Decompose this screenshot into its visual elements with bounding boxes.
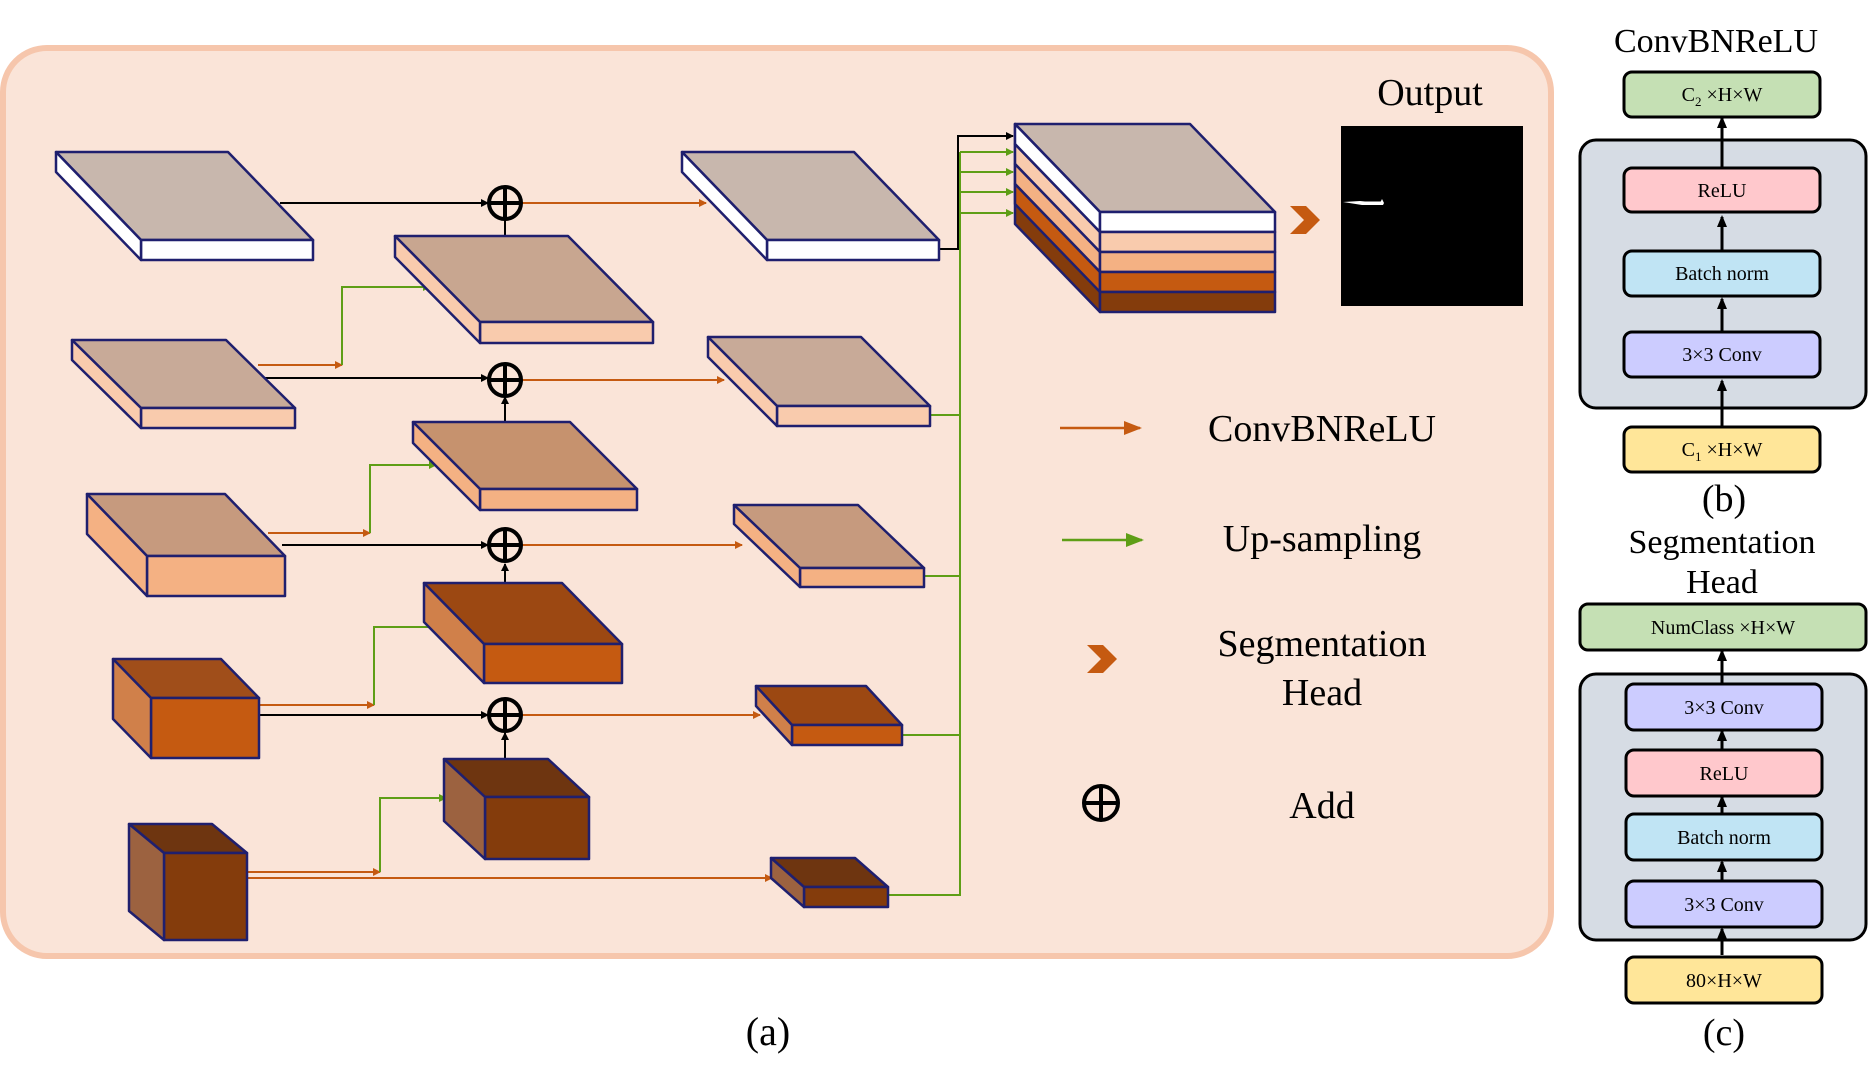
panel-c-title-line2: Head (1686, 564, 1758, 601)
legend-segmentation-head-chevron-icon (1087, 645, 1117, 673)
panel-a-caption: (a) (746, 1009, 790, 1054)
panel-c-relu-label: ReLU (1700, 763, 1749, 785)
feature-map-3-output (732, 503, 926, 589)
feature-map-4-upsampled (422, 581, 624, 685)
panel-a-blocks (54, 122, 1277, 942)
output-mask-image (1341, 126, 1523, 306)
add-icon (487, 362, 523, 398)
panel-b-labels: C2 ×H×W ReLU Batch norm 3×3 Conv C1 ×H×W (1675, 84, 1769, 464)
feature-map-5-output (769, 856, 890, 909)
legend: ConvBNReLU Up-sampling Segmentation Head… (1060, 408, 1436, 827)
panel-c-blocks (1578, 602, 1868, 1005)
add-icon (487, 697, 523, 733)
panel-c-input-label: 80×H×W (1686, 970, 1762, 992)
panel-b-blocks (1622, 70, 1822, 474)
legend-add-label: Add (1289, 785, 1354, 827)
feature-map-1-output (680, 150, 941, 262)
feature-map-3-input (85, 492, 287, 598)
panel-a-connectors (248, 132, 1014, 896)
legend-seghead-label-line2: Head (1282, 672, 1362, 714)
legend-convbnrelu-label: ConvBNReLU (1208, 408, 1436, 450)
panel-b-conv-label: 3×3 Conv (1682, 344, 1762, 366)
panel-c-conv1-label: 3×3 Conv (1684, 894, 1764, 916)
panel-c-batchnorm-block (1624, 812, 1824, 862)
panel-b-relu-label: ReLU (1698, 180, 1747, 202)
feature-map-2-upsampled (393, 234, 655, 345)
feature-map-5-input (127, 822, 249, 942)
panel-b-input-block (1622, 425, 1822, 474)
legend-seghead-label-line1: Segmentation (1218, 623, 1427, 665)
feature-map-2-output (706, 335, 932, 428)
legend-upsampling-label: Up-sampling (1223, 518, 1421, 560)
panel-b-relu-block (1622, 166, 1822, 214)
panel-b-input-label: C1 ×H×W (1682, 439, 1763, 464)
panel-c-title-line1: Segmentation (1629, 524, 1816, 561)
panel-b-batchnorm-label: Batch norm (1675, 263, 1769, 285)
feature-map-3-upsampled (411, 420, 639, 512)
panel-b-batchnorm-block (1622, 249, 1822, 298)
panel-b-output-label: C2 ×H×W (1682, 84, 1763, 109)
feature-map-2-input (70, 338, 297, 430)
output-label: Output (1377, 72, 1483, 114)
segmentation-head-chevron-icon (1290, 206, 1320, 234)
panel-c-input-block (1624, 955, 1824, 1005)
panel-b-output-block (1622, 70, 1822, 119)
feature-map-1-input (54, 150, 315, 262)
panel-b-conv-block (1622, 330, 1822, 379)
panel-c-caption: (c) (1703, 1012, 1745, 1054)
panel-b-title: ConvBNReLU (1614, 23, 1818, 60)
feature-map-4-input (111, 657, 261, 760)
panel-c-batchnorm-label: Batch norm (1677, 827, 1771, 849)
legend-add-icon (1082, 784, 1120, 822)
panel-b-caption: (b) (1702, 478, 1746, 520)
concatenated-feature-stack (1013, 122, 1277, 314)
panel-c-conv2-block (1624, 682, 1824, 732)
feature-map-5-upsampled (442, 757, 591, 861)
panel-c-output-label: NumClass ×H×W (1651, 617, 1795, 639)
panel-c-conv2-label: 3×3 Conv (1684, 697, 1764, 719)
add-icon (487, 185, 523, 221)
add-operators (487, 185, 523, 733)
add-icon (487, 527, 523, 563)
panel-c-labels: NumClass ×H×W 3×3 Conv ReLU Batch norm 3… (1651, 617, 1795, 992)
feature-map-4-output (754, 684, 904, 747)
panel-c-output-block (1578, 602, 1868, 652)
panel-c-relu-block (1624, 748, 1824, 798)
panel-c-conv1-block (1624, 879, 1824, 929)
